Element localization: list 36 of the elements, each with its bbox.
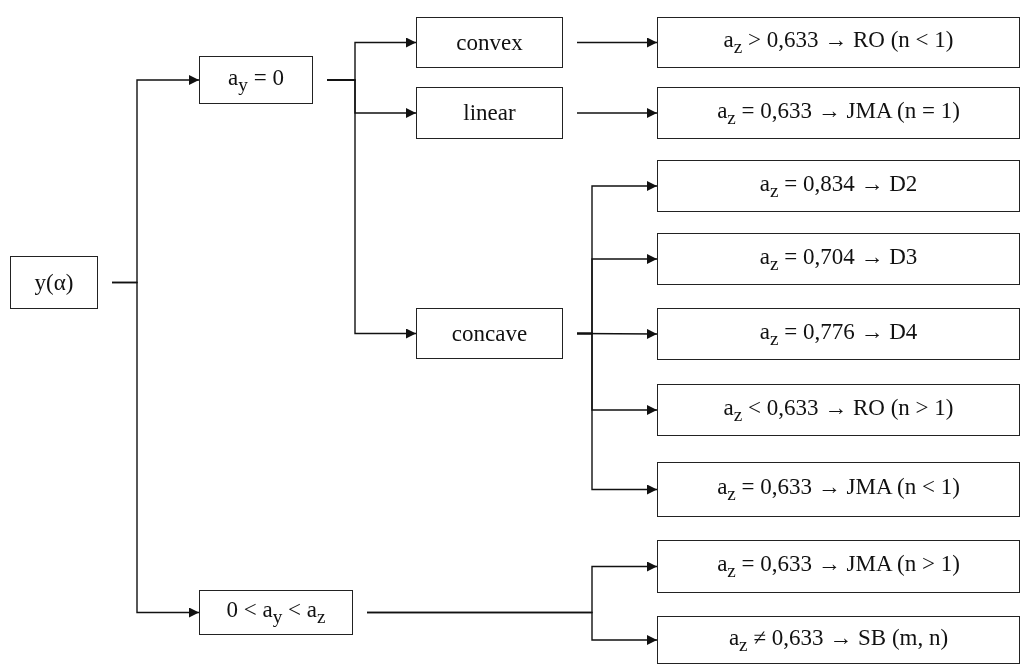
box-label: a$_{z}$ > 0,633 → RO (n < 1) bbox=[723, 27, 954, 58]
box-label: convex bbox=[456, 29, 523, 56]
arrow bbox=[326, 79, 417, 339]
box-label: a$_{z}$ = 0,776 → D4 bbox=[759, 318, 918, 350]
process-box bbox=[657, 308, 1020, 360]
box-label: a$_{y}$ = 0 bbox=[228, 64, 284, 96]
box-label: a$_{z}$ < 0,633 → RO (n > 1) bbox=[723, 394, 954, 426]
box-label: a$_{z}$ ≠ 0,633 → SB (m, n) bbox=[728, 624, 949, 656]
process-box bbox=[657, 540, 1020, 593]
process-box bbox=[657, 462, 1020, 517]
process-box bbox=[199, 56, 313, 104]
box-label: concave bbox=[451, 320, 528, 347]
process-box bbox=[657, 616, 1020, 664]
process-box bbox=[416, 308, 563, 359]
box-label: a$_{z}$ = 0,633 → JMA (n > 1) bbox=[717, 551, 960, 582]
arrow bbox=[366, 611, 658, 645]
process-box bbox=[657, 233, 1020, 285]
box-label: 0 < a$_{y}$ < a$_{z}$ bbox=[226, 597, 326, 628]
process-box bbox=[416, 87, 563, 139]
box-label: linear bbox=[463, 100, 516, 126]
arrow bbox=[576, 37, 658, 48]
process-box bbox=[657, 87, 1020, 139]
arrow bbox=[576, 332, 658, 495]
process-box bbox=[657, 17, 1020, 68]
process-box bbox=[416, 17, 563, 68]
process-box bbox=[10, 256, 98, 309]
arrow bbox=[576, 108, 658, 118]
process-box bbox=[657, 384, 1020, 436]
box-label: a$_{z}$ = 0,633 → JMA (n = 1) bbox=[717, 97, 960, 129]
process-box bbox=[199, 590, 353, 635]
box-label: a$_{z}$ = 0,834 → D2 bbox=[759, 170, 918, 202]
box-label: a$_{z}$ = 0,704 → D3 bbox=[759, 243, 918, 275]
process-box bbox=[657, 160, 1020, 212]
arrow bbox=[111, 281, 200, 618]
box-label: a$_{z}$ = 0,633 → JMA (n < 1) bbox=[717, 474, 960, 505]
box-label: y(α) bbox=[34, 269, 74, 296]
